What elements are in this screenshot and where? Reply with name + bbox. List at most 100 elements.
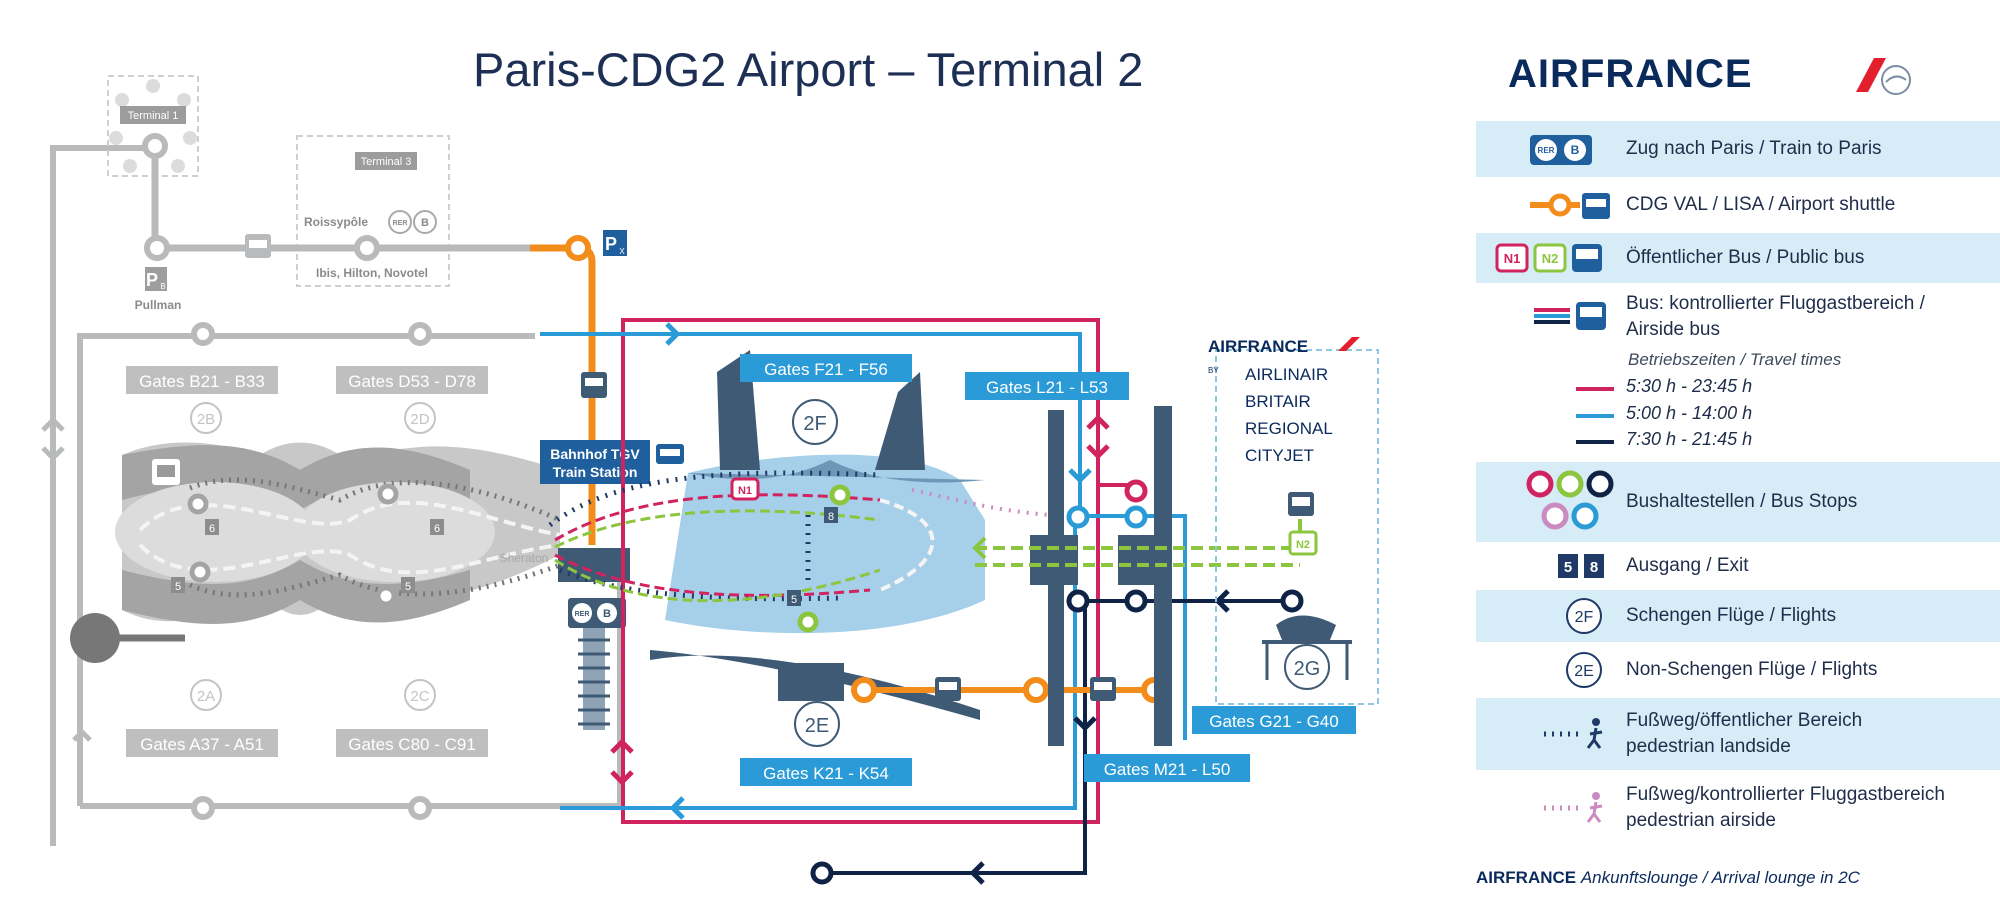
legend-airside-bus-text1: Bus: kontrollierter Fluggastbereich / <box>1626 293 1925 314</box>
code-2g: 2G <box>1294 658 1321 680</box>
svg-text:N2: N2 <box>1542 251 1559 266</box>
gray-exit-badges: 6 6 5 5 <box>171 519 444 593</box>
gates-d-label: Gates D53 - D78 <box>348 372 476 391</box>
blue-stops <box>1066 505 1148 529</box>
svg-text:6: 6 <box>209 523 215 535</box>
legend-train-icon: RER B <box>1476 121 1626 177</box>
legend-time-1: 5:30 h - 23:45 h <box>1626 376 1753 396</box>
gray-gate-labels: Gates B21 - B33 Gates D53 - D78 Gates A3… <box>126 366 488 757</box>
orange-shuttle-line: P X <box>530 230 627 545</box>
code-2c: 2C <box>410 688 429 705</box>
svg-text:RER: RER <box>575 611 590 618</box>
terminal-2-stops <box>187 483 399 607</box>
legend-bus-stops-icon <box>1476 462 1626 542</box>
footer-text: Ankunftslounge / Arrival lounge in 2C <box>1580 868 1860 887</box>
gray-loop-arrows <box>41 416 92 742</box>
terminal1-label: Terminal 1 <box>128 110 179 122</box>
svg-text:5: 5 <box>1564 559 1572 576</box>
sheraton-label: Sheraton <box>500 551 549 565</box>
blue-line-arrows <box>665 322 1092 820</box>
legend-time-3: 7:30 h - 21:45 h <box>1626 429 1753 449</box>
legend-blue-line <box>1576 414 1614 418</box>
terminal-map: Paris-CDG2 Airport – Terminal 2 Terminal… <box>41 43 1379 885</box>
legend-navy-line <box>1576 440 1614 444</box>
legend-time-2: 5:00 h - 14:00 h <box>1626 403 1753 423</box>
n1-bus-badge: N1 <box>730 477 760 501</box>
legend-shuttle-text: CDG VAL / LISA / Airport shuttle <box>1626 194 1896 215</box>
legend-landside-icon <box>1476 698 1626 770</box>
svg-text:5: 5 <box>175 581 181 593</box>
terminal3-block: Terminal 3 Roissypôle Ibis, Hilton, Novo… <box>296 135 450 287</box>
legend-landside: Fußweg/öffentlicher Bereich pedestrian l… <box>1476 698 2000 770</box>
terminal-2abcd <box>70 442 562 663</box>
legend-exit-text: Ausgang / Exit <box>1626 555 1749 576</box>
legend-airside-bus-icon <box>1476 286 1626 348</box>
station-label-line2: Train Station <box>553 464 638 480</box>
svg-text:5: 5 <box>405 581 411 593</box>
roissypole-hotels: Ibis, Hilton, Novotel <box>316 266 428 280</box>
legend-non-schengen-text: Non-Schengen Flüge / Flights <box>1626 659 1878 680</box>
red-line-arrows <box>610 414 1110 786</box>
red-stop <box>1124 479 1148 503</box>
legend-public-bus-icon: N1 N2 <box>1476 233 1626 283</box>
legend-train-text: Zug nach Paris / Train to Paris <box>1626 138 1882 159</box>
partners-logo: AIRFRANCE <box>1208 337 1308 356</box>
gates-c-label: Gates C80 - C91 <box>348 735 476 754</box>
legend-exit-icon: 5 8 <box>1476 544 1626 588</box>
svg-text:N2: N2 <box>1296 539 1310 551</box>
pullman-label: Pullman <box>135 298 182 312</box>
svg-text:8: 8 <box>1590 559 1598 576</box>
legend-airside-text1: Fußweg/kontrollierter Fluggastbereich <box>1626 784 1945 805</box>
code-2e: 2E <box>805 715 829 737</box>
svg-text:N1: N1 <box>1504 251 1521 266</box>
svg-text:8: 8 <box>828 511 834 523</box>
svg-text:X: X <box>619 247 625 256</box>
legend-train: RER B Zug nach Paris / Train to Paris <box>1476 121 2000 177</box>
legend-exit: 5 8 Ausgang / Exit <box>1476 544 2000 588</box>
legend-landside-text1: Fußweg/öffentlicher Bereich <box>1626 710 1863 731</box>
legend-schengen: 2F Schengen Flüge / Flights <box>1476 590 2000 642</box>
page-title: Paris-CDG2 Airport – Terminal 2 <box>473 43 1143 96</box>
gates-l-label: Gates L21 - L53 <box>986 378 1108 397</box>
code-2d: 2D <box>410 411 429 428</box>
svg-text:RER: RER <box>1538 146 1555 155</box>
shuttle-gray-line: P B Pullman <box>135 133 575 312</box>
legend-times-title: Betriebszeiten / Travel times <box>1628 350 1842 369</box>
legend-airside-bus: Bus: kontrollierter Fluggastbereich / Ai… <box>1476 286 2000 348</box>
parking-b-label: P <box>146 270 158 290</box>
terminal-2f-paths <box>548 470 1051 603</box>
svg-text:B: B <box>421 217 429 229</box>
legend-bus-stops-text: Bushaltestellen / Bus Stops <box>1626 491 1858 512</box>
terminal3-label: Terminal 3 <box>361 156 412 168</box>
legend-public-bus-text: Öffentlicher Bus / Public bus <box>1626 247 1865 268</box>
station-label-line1: Bahnhof TGV <box>550 446 640 462</box>
legend-footer: AIRFRANCE Ankunftslounge / Arrival loung… <box>1476 868 1860 888</box>
legend-red-line <box>1576 387 1614 391</box>
code-2f: 2F <box>803 413 826 435</box>
legend-landside-text2: pedestrian landside <box>1626 736 1791 757</box>
svg-text:B: B <box>1571 143 1580 157</box>
halls-l-m <box>1030 406 1172 746</box>
svg-text:B: B <box>603 608 611 620</box>
gates-m-label: Gates M21 - L50 <box>1104 760 1231 779</box>
n2-bus-badge: N2 <box>1288 492 1318 556</box>
roissypole-rer-icon: RER B <box>388 210 437 234</box>
partner-3: REGIONAL <box>1245 419 1333 438</box>
gates-a-label: Gates A37 - A51 <box>140 735 264 754</box>
legend-shuttle: CDG VAL / LISA / Airport shuttle <box>1476 179 2000 231</box>
svg-text:5: 5 <box>791 594 797 606</box>
gates-k-label: Gates K21 - K54 <box>763 764 889 783</box>
train-station: RER B Bahnhof TGV Train Station <box>540 440 684 730</box>
gates-f-label: Gates F21 - F56 <box>764 360 888 379</box>
terminal-2g: AIRFRANCE BY AIRLINAIR BRITAIR REGIONAL … <box>1208 337 1379 705</box>
footer-brand: AIRFRANCE <box>1476 868 1577 887</box>
navy-stops <box>810 589 1304 885</box>
legend-airside: Fußweg/kontrollierter Fluggastbereich pe… <box>1476 772 2000 844</box>
legend-schengen-icon: 2F <box>1476 590 1626 642</box>
svg-text:B: B <box>160 282 165 291</box>
legend-airside-icon <box>1476 772 1626 844</box>
legend-airside-text2: pedestrian airside <box>1626 810 1776 831</box>
terminal-2f: 2F 2E <box>650 350 985 747</box>
blue-gate-labels: Gates F21 - F56 Gates L21 - L53 Gates K2… <box>740 354 1356 786</box>
parking-x-label: P <box>605 234 617 254</box>
